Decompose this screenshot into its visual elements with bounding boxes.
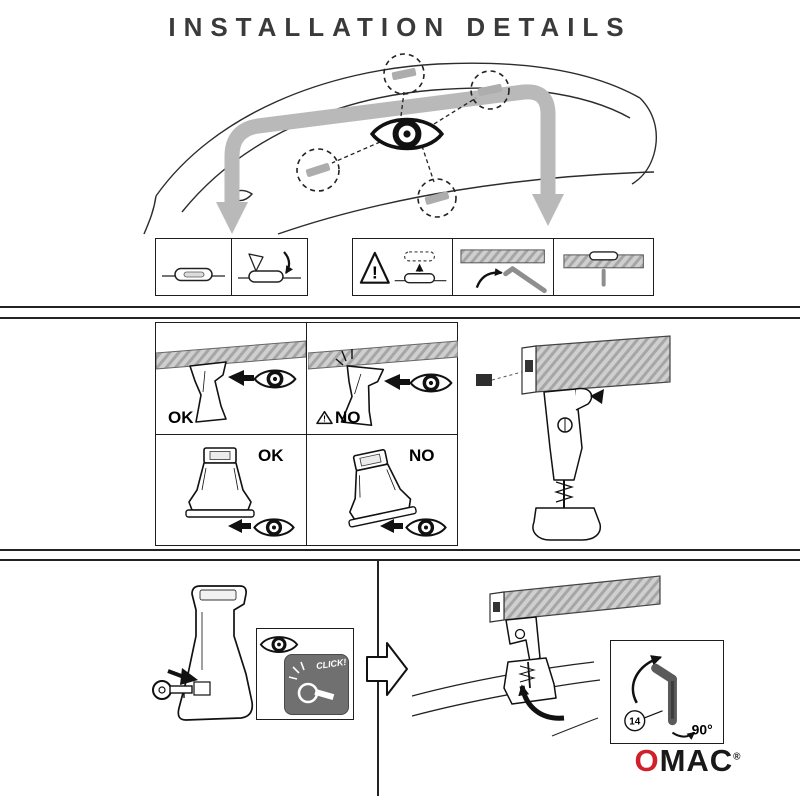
inspection-band [224,84,556,204]
divider [0,559,800,561]
foot-no-front-drawing [334,444,447,537]
cover-closed-drawing [162,267,225,282]
divider [0,306,800,308]
warning-mark: ! [372,263,378,283]
lock-panel: CLICK! [284,654,349,715]
divider [0,317,800,319]
brand-rest: MAC [659,743,734,778]
torque-detail-panel: 14 90° [610,640,724,744]
warning-mark: ! [323,414,326,424]
hex-key-turn-drawing: 14 90° [624,655,713,740]
cover-open-cell [232,239,307,295]
ok-label-bottom: OK [258,447,284,464]
foot-ok-front-drawing [185,446,296,537]
fitment-check-panel: OK ! NO OK NO [155,322,458,546]
swing-arrow [518,684,565,721]
no-label-top: ! NO [316,409,361,426]
fixpoint-circles [296,53,510,218]
clamp-assembly-drawing [476,335,671,541]
tool-insert-cell [453,239,554,295]
key-icon [152,680,172,700]
car-roof-illustration [143,53,658,235]
ok-text: OK [168,408,194,427]
fit-ok-profile-drawing [156,340,306,423]
ok-text: OK [258,446,284,465]
cover-open-drawing [238,251,301,283]
angle-label: 90° [692,722,713,738]
divider [0,549,800,551]
lock-detail-panel: CLICK! [256,628,354,720]
warning-remove-drawing: ! [359,251,447,284]
fixpoint-connectors [331,91,477,183]
brand-registered: ® [733,751,742,763]
cover-closed-cell [156,239,232,295]
pointer-arrow [590,389,604,404]
fit-no-profile-drawing [307,340,458,429]
slider-nut [476,374,492,386]
fixpoint-slots [305,67,503,205]
eye-icon [372,120,442,149]
warning-triangle-icon: ! [316,410,333,425]
assembled-on-roof-drawing [412,575,661,737]
part-number-badge [624,710,646,732]
rail-seated-cell [554,239,653,295]
opening-detail-panel: ! [352,238,654,296]
page-title: INSTALLATION DETAILS [168,12,632,42]
eye-icon [252,517,296,537]
spark-lines [288,661,305,680]
cover-detail-panel [155,238,308,296]
warning-remove-cell: ! [353,239,454,295]
brand-letter-o: O [634,743,660,778]
eye-icon [404,517,447,537]
no-label-bottom: NO [409,447,435,464]
down-arrow-right [532,194,564,226]
down-arrow-left [216,202,248,234]
brand-logo: OMAC® [624,742,752,779]
ok-label-top: OK [168,409,194,426]
tool-insert-drawing [460,249,548,294]
eye-icon [408,372,453,394]
key-turn-drawing [288,661,335,704]
rail-seated-drawing [563,251,644,287]
foot-lock-drawing [152,585,254,721]
next-step-arrow [366,642,408,696]
hex-key-icon [510,266,548,294]
part-number-text: 14 [629,717,641,728]
no-text: NO [335,408,361,427]
panel-divider [156,434,457,436]
eye-icon [252,368,298,390]
gap-spark-lines [335,349,353,366]
no-text: NO [409,446,435,465]
